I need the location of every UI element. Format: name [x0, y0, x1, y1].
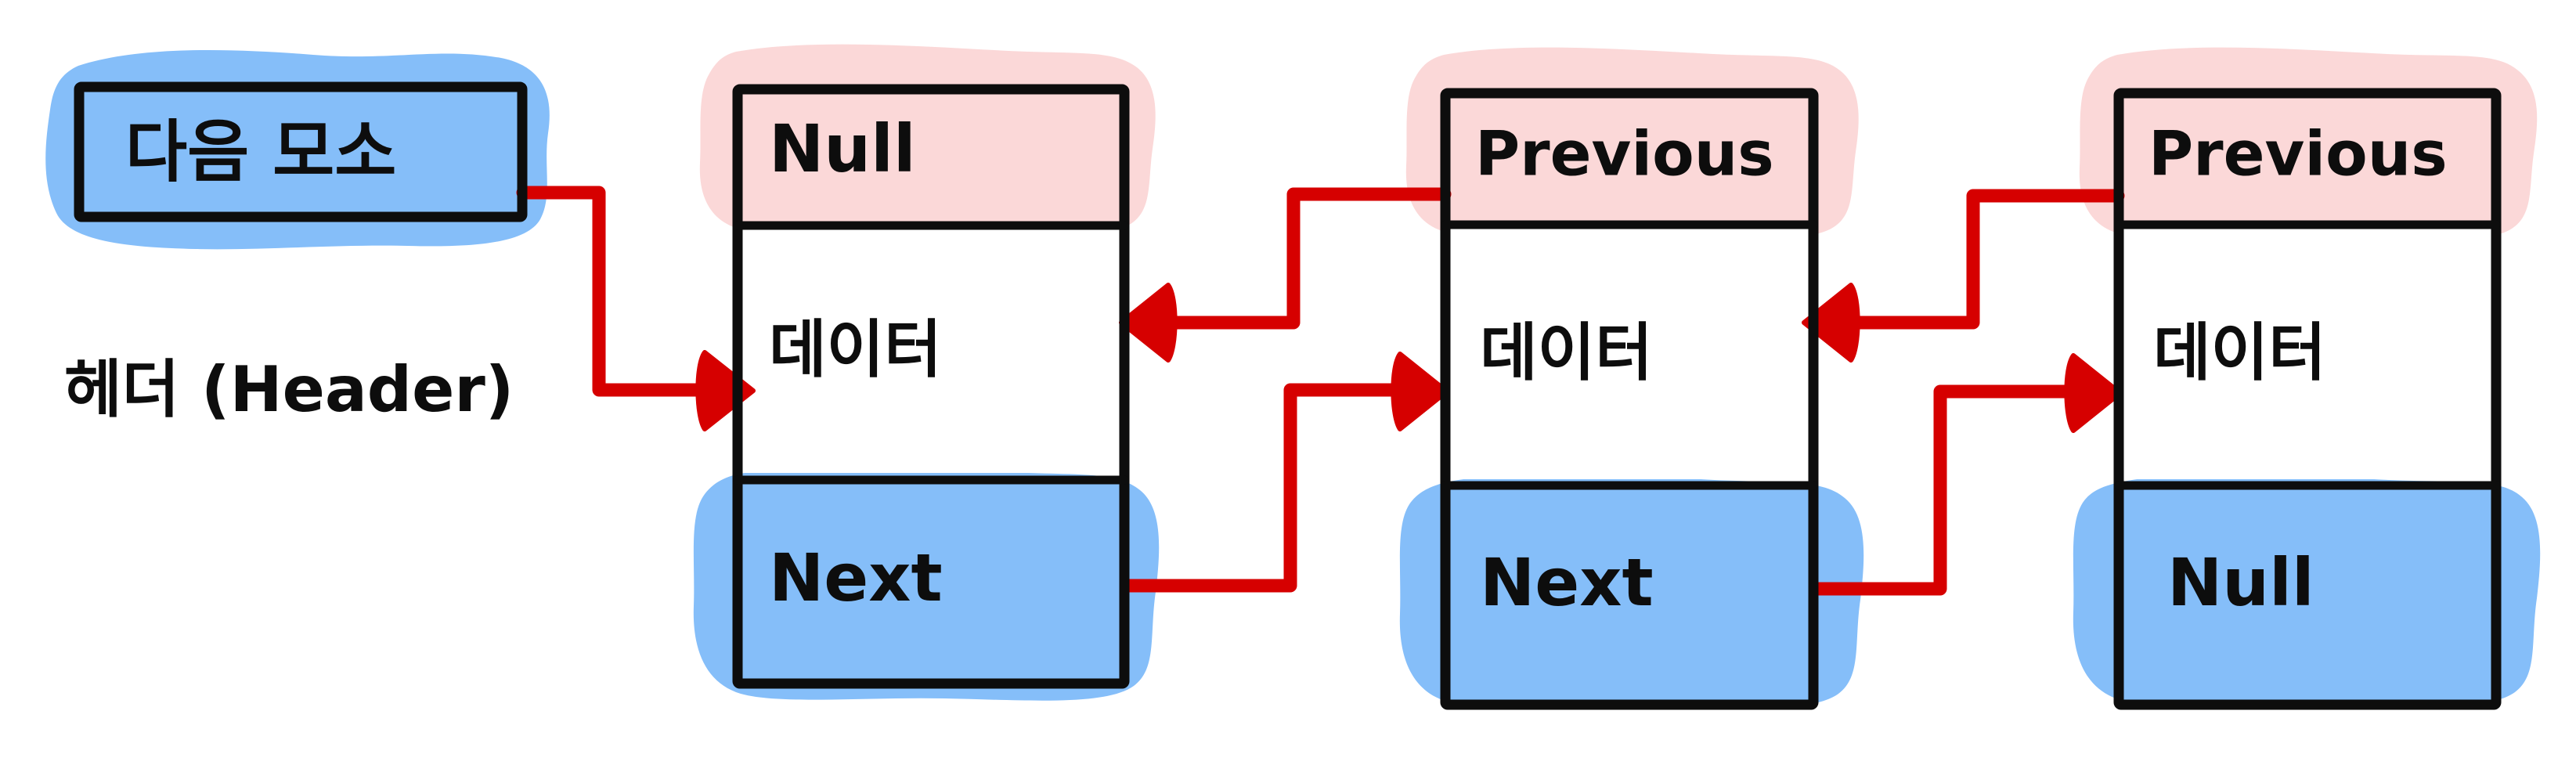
connector-node3-previous-to-node2-data-path: [1842, 189, 2125, 330]
node3-next-label: Null: [2167, 544, 2314, 621]
node1-next-cell-fill: [738, 486, 1124, 684]
node2-outline: [1440, 88, 1819, 710]
node2-data-label: 데이터: [1480, 316, 1653, 389]
box-stroke-layer: [74, 81, 2502, 710]
header-box-outline: [74, 81, 528, 222]
node3-outline: [2113, 88, 2502, 710]
node2-prev-cell-fill: [1445, 93, 1813, 219]
header-box-label: 다음 모소: [125, 113, 396, 191]
node1-prev-cell-fill: [738, 89, 1124, 216]
connector-node2-previous-to-node1-arrowhead: [1119, 283, 1178, 363]
connector-node2-previous-to-node1-data: [1119, 187, 1452, 363]
connector-node2-next-to-node3-data-path: [1808, 384, 2080, 596]
header-box-fill: [79, 87, 522, 217]
header-caption: 헤더 (Header): [64, 353, 514, 426]
connector-layer: [516, 186, 2125, 596]
connector-header-to-node1-path: [516, 186, 716, 397]
node1-next-label: Next: [769, 539, 943, 616]
connector-node1-next-to-node2-data-path: [1119, 383, 1409, 593]
node2-next-label: Next: [1480, 544, 1654, 621]
node2-prev-label: Previous: [1475, 119, 1774, 189]
node2-data-cell-fill: [1445, 229, 1813, 479]
connector-node2-previous-to-node1-data-path: [1160, 187, 1452, 330]
node3-data-cell-fill: [2119, 229, 2496, 479]
node3-prev-label: Previous: [2148, 119, 2448, 189]
node2-next-cell-fill: [1445, 489, 1813, 705]
node3-prev-cell-fill: [2119, 93, 2496, 219]
node1-prev-label: Null: [769, 110, 916, 187]
connector-node2-next-to-node3-data-arrowhead: [2064, 353, 2123, 433]
node1-data-label: 데이터: [769, 313, 942, 386]
connector-header-to-node1-arrowhead: [695, 350, 756, 431]
connector-node3-previous-to-node2-arrowhead: [1802, 283, 1860, 363]
node1-outline: [732, 84, 1130, 689]
connector-node3-previous-to-node2-data: [1802, 189, 2125, 363]
text-layer: 다음 모소 헤더 (Header) Null 데이터 Next Previous…: [64, 110, 2448, 621]
node1-data-cell-fill: [738, 226, 1124, 473]
node3-data-label: 데이터: [2153, 316, 2326, 389]
connector-node2-next-to-node3-data: [1808, 353, 2123, 596]
connector-header-to-node1: [516, 186, 756, 431]
connector-node1-next-to-node2-data-arrowhead: [1391, 352, 1449, 431]
connector-node1-next-to-node2-data: [1119, 352, 1449, 593]
node3-next-cell-fill: [2119, 489, 2496, 705]
cell-fill-layer: [79, 87, 2496, 705]
